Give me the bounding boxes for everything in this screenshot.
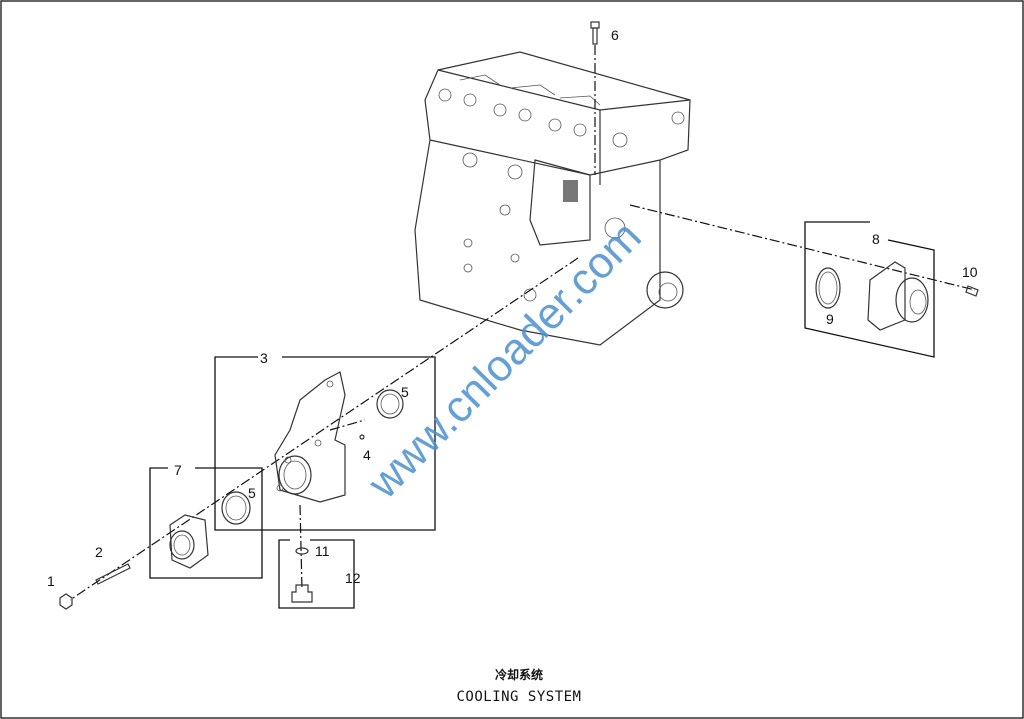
drain-plug — [291, 547, 313, 603]
callout-11: 11 — [315, 543, 330, 559]
outlet-connection — [169, 491, 251, 569]
box-8 — [804, 221, 935, 358]
callout-12: 12 — [345, 570, 361, 586]
box-3 — [214, 356, 436, 531]
callout-8: 8 — [872, 231, 880, 247]
stud-2 — [95, 563, 131, 585]
bolt-6 — [590, 21, 600, 45]
title-chinese: 冷却系统 — [495, 667, 543, 682]
box-7 — [149, 467, 263, 579]
callout-7: 7 — [174, 462, 182, 478]
title-english: COOLING SYSTEM — [456, 689, 581, 705]
callout-2: 2 — [95, 544, 103, 560]
axis-line-8-10 — [629, 204, 976, 291]
callout-3: 3 — [260, 350, 268, 366]
watermark-text: www.cnloader.com — [358, 212, 651, 509]
axis-line-1-5 — [69, 257, 579, 601]
water-pump — [815, 261, 979, 331]
callout-9: 9 — [826, 311, 834, 327]
axis-line-4 — [329, 419, 366, 431]
engine-block — [414, 51, 691, 346]
callout-5-lower: 5 — [248, 485, 256, 501]
thermostat-housing — [274, 371, 404, 503]
callout-6: 6 — [611, 27, 619, 43]
callout-5-upper: 5 — [401, 384, 409, 400]
callout-10: 10 — [962, 264, 978, 280]
box-12 — [278, 539, 355, 609]
callout-1: 1 — [47, 573, 55, 589]
nut-1 — [59, 593, 73, 610]
callout-4: 4 — [363, 447, 371, 463]
